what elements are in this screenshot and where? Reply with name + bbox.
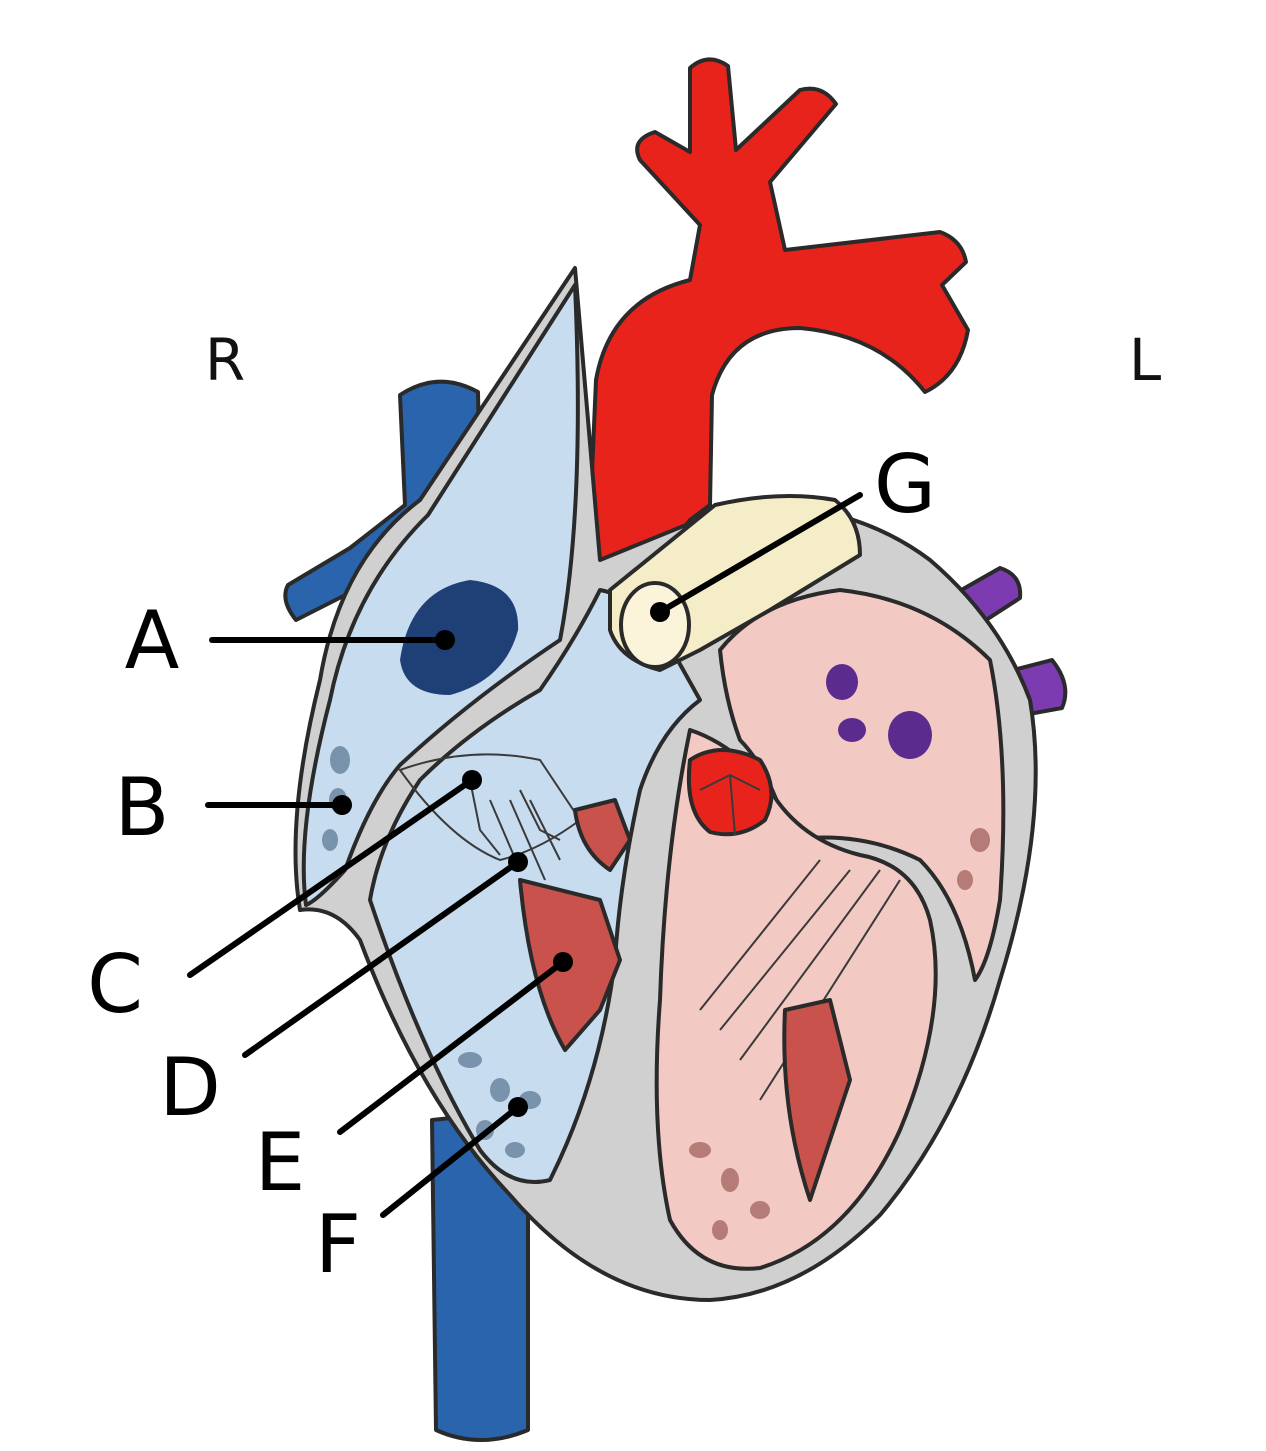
vena-cava-opening <box>400 580 519 695</box>
pulmonary-vein-opening-1 <box>826 664 858 700</box>
leader-line-e <box>337 959 566 1135</box>
label-f: F <box>315 1198 361 1291</box>
orientation-right: R <box>205 326 245 394</box>
label-a: A <box>125 594 180 687</box>
leader-line-f <box>380 1104 521 1218</box>
leader-dot-d <box>508 852 528 872</box>
pulmonary-vein-opening-2 <box>838 718 866 742</box>
leader-dot-f <box>508 1097 528 1117</box>
pulmonary-valve-opening <box>619 581 691 669</box>
leader-dot-e <box>553 952 573 972</box>
leader-dot-b <box>332 795 352 815</box>
leader-dot-a <box>435 630 455 650</box>
aortic-valve <box>686 748 774 837</box>
orientation-left: L <box>1129 326 1161 394</box>
leader-line-c <box>187 777 475 978</box>
leader-line-d <box>242 859 521 1058</box>
left-ventricle <box>654 728 938 1271</box>
label-c: C <box>87 938 143 1031</box>
leader-line-g <box>657 492 863 615</box>
inferior-vena-cava <box>430 1108 530 1442</box>
label-b: B <box>115 761 170 854</box>
label-g: G <box>874 438 936 531</box>
pulmonary-vein-opening-3 <box>888 711 932 759</box>
papillary-muscle-left <box>782 998 852 1202</box>
aorta <box>586 57 970 582</box>
label-d: D <box>159 1041 221 1134</box>
papillary-muscle-right-upper <box>573 798 632 872</box>
trabeculae-left <box>689 828 990 1240</box>
label-e: E <box>255 1116 306 1209</box>
tricuspid-valve <box>398 753 582 862</box>
leader-dot-g <box>650 602 670 622</box>
chordae-tendineae <box>489 799 901 1101</box>
leader-dot-c <box>462 770 482 790</box>
